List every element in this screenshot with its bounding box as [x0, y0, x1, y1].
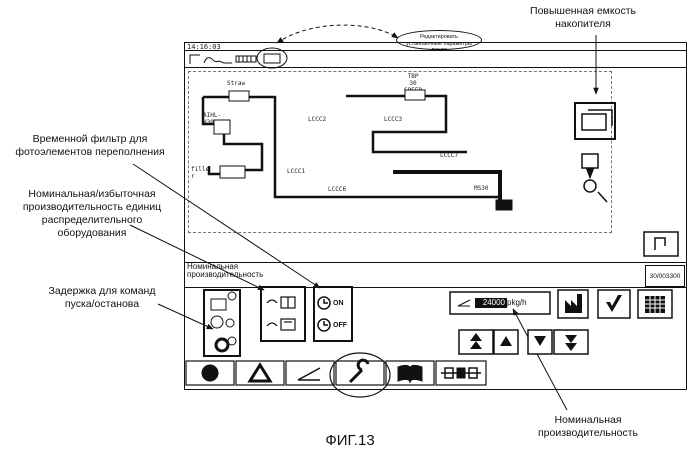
- right-buttons: [459, 290, 672, 354]
- toolbar-icons: [190, 48, 287, 68]
- highlighted-conveyor: [393, 172, 500, 205]
- ms30-machine: [496, 200, 512, 210]
- nominal-speed-icon: [267, 300, 277, 303]
- capacity-icons: [267, 297, 295, 330]
- manual-book-icon: [398, 365, 422, 383]
- machines: [214, 90, 512, 210]
- filler-machine: [220, 166, 245, 178]
- counter-icon: [211, 299, 226, 310]
- line-layout-icon: [204, 58, 232, 63]
- overflow-filter-panel: [314, 287, 352, 341]
- pmp-icon: [211, 316, 223, 328]
- leader-overflow-filter: [133, 164, 320, 288]
- onoff-clocks: [318, 297, 330, 331]
- gauge-icon: [584, 180, 596, 192]
- clock-small-icon-2: [226, 319, 234, 327]
- delay-icons: [211, 292, 236, 351]
- conveyor-lines: [203, 96, 500, 205]
- settings-small-icon: [264, 54, 280, 63]
- leader-capacity-units: [130, 225, 264, 290]
- exit-icon: [644, 232, 678, 256]
- return-icon: [190, 55, 200, 64]
- clock-small-icon-1: [228, 292, 236, 300]
- start-stop-delay-panel: [204, 290, 240, 356]
- aihl-machine: [214, 120, 230, 134]
- delay-ring-icon: [216, 339, 228, 351]
- tbp-machine: [405, 90, 425, 100]
- storage-buffer-icon: [575, 103, 615, 139]
- straw-machine: [229, 91, 249, 101]
- storage-icons: [575, 103, 678, 256]
- leader-nominal-capacity: [513, 309, 567, 410]
- rate-angle-icon: [458, 300, 470, 306]
- excess-speed-icon: [267, 323, 277, 326]
- bin-icon: [582, 154, 598, 168]
- leader-edit-bubble: [277, 25, 398, 43]
- leader-lines: [130, 25, 596, 410]
- settings-highlight-ellipse: [257, 48, 287, 68]
- stop-icon: [202, 365, 218, 381]
- capacity-units-panel: [261, 287, 305, 341]
- clock-small-icon-3: [228, 337, 236, 345]
